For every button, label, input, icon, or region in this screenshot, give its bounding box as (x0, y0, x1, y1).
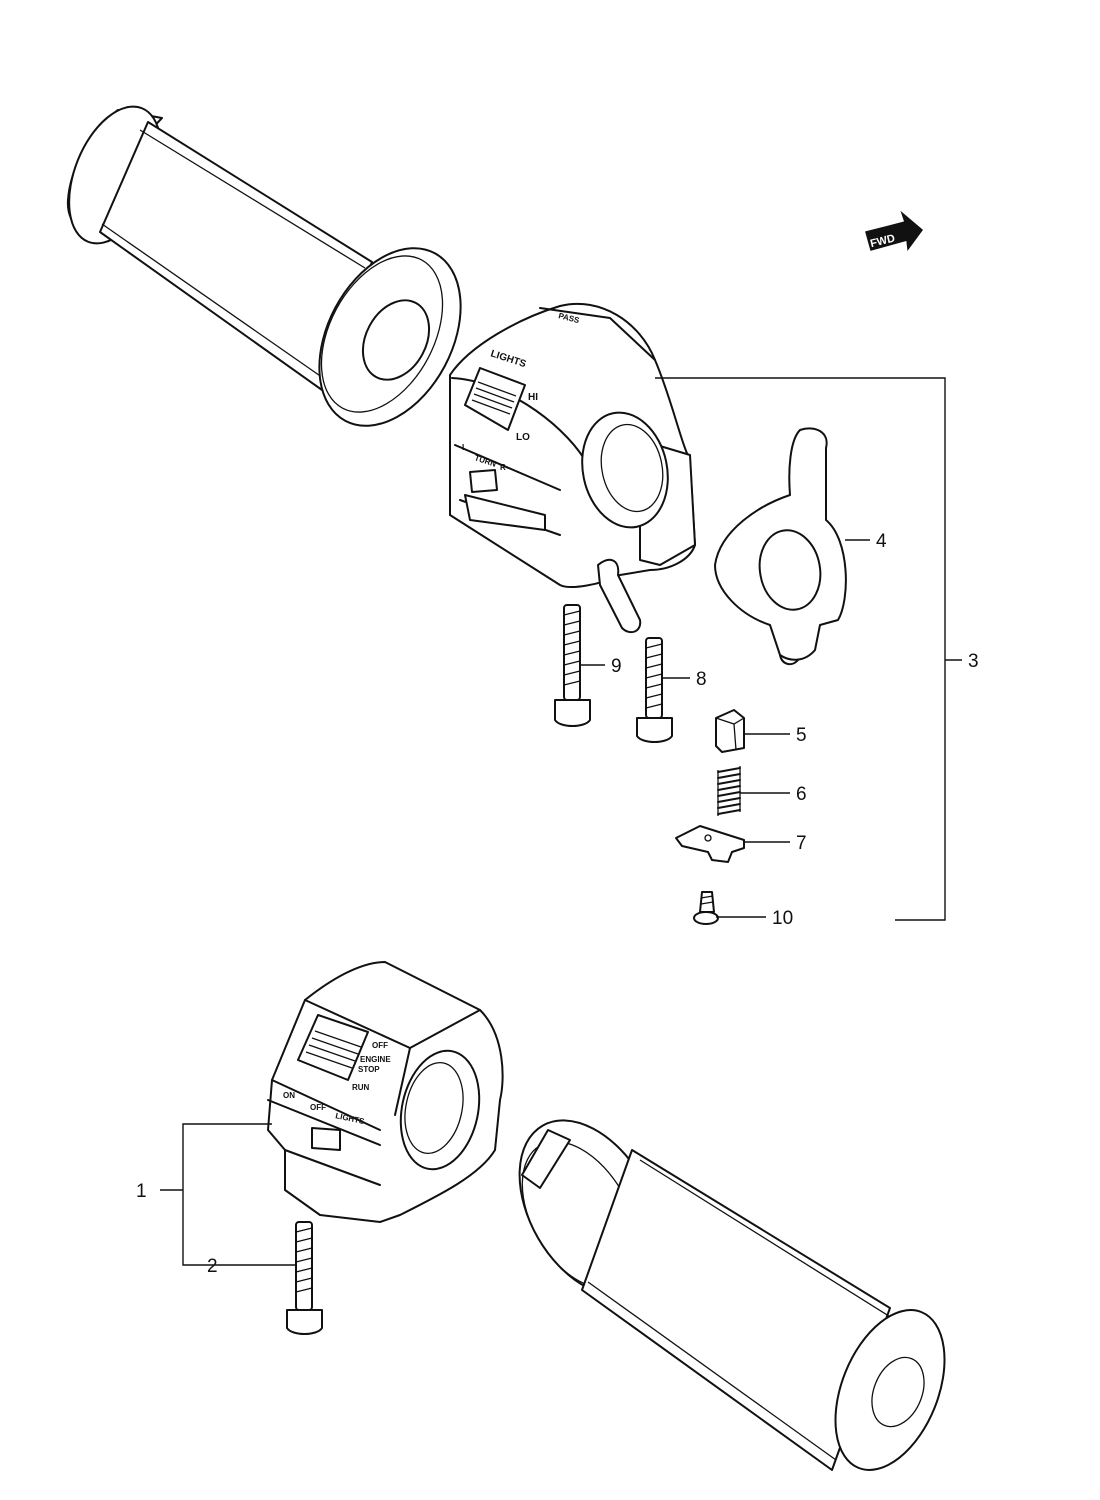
turn-l-label: L (462, 443, 467, 452)
off-label-2: OFF (310, 1103, 326, 1112)
callout-10: 10 (772, 908, 793, 929)
part-6-spring (717, 766, 741, 816)
callout-9: 9 (611, 656, 622, 677)
lo-label: LO (516, 432, 530, 443)
callout-numbers: 1 2 3 4 5 6 7 8 9 10 (136, 531, 979, 1277)
callout-4: 4 (876, 531, 887, 552)
part-4-switch-cover (714, 427, 847, 666)
callout-8: 8 (696, 669, 707, 690)
part-10-screw (693, 891, 719, 925)
callout-7: 7 (796, 833, 807, 854)
hi-label: HI (528, 392, 538, 403)
fwd-label: FWD (869, 232, 896, 250)
callout-3: 3 (968, 651, 979, 672)
fwd-arrow-icon: FWD (865, 210, 924, 251)
on-label: ON (283, 1091, 295, 1100)
part-7-plate (675, 825, 745, 863)
left-handlebar-switch: OFF ENGINE STOP RUN ON OFF LIGHTS (267, 961, 504, 1223)
part-9-screw (554, 604, 591, 727)
off-label: OFF (372, 1041, 388, 1050)
part-5-knob (715, 709, 745, 753)
right-handlebar-grip (518, 1119, 946, 1471)
engine-stop-label-2: STOP (358, 1065, 380, 1074)
callout-5: 5 (796, 725, 807, 746)
callout-1: 1 (136, 1181, 147, 1202)
part-2-screw (286, 1221, 323, 1335)
left-handlebar-grip (66, 105, 462, 427)
leader-lines (160, 377, 962, 1266)
part-8-screw (636, 637, 673, 743)
callout-2: 2 (207, 1256, 218, 1277)
engine-stop-label-1: ENGINE (360, 1055, 391, 1064)
turn-r-label: R (500, 463, 506, 472)
run-label: RUN (352, 1083, 370, 1092)
right-handlebar-switch: PASS LIGHTS HI LO L TURN R (449, 302, 696, 634)
callout-6: 6 (796, 784, 807, 805)
